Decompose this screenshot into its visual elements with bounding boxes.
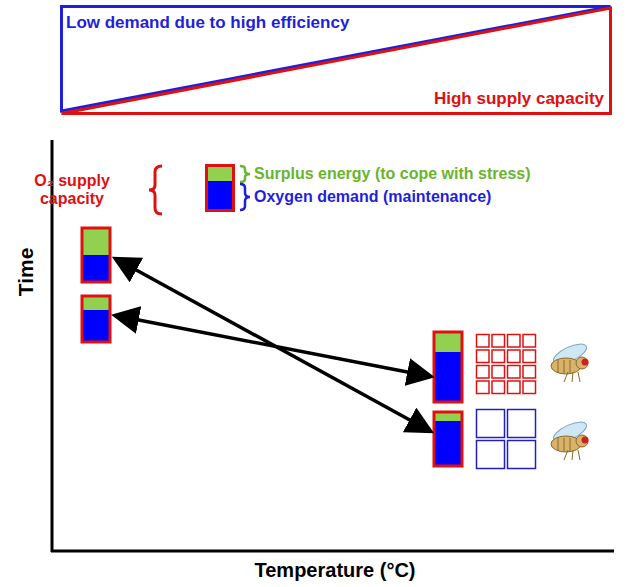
legend-swatch: [208, 167, 232, 181]
legend-text: Surplus energy (to cope with stress): [254, 165, 531, 183]
legend-text: Oxygen demand (maintenance): [254, 188, 491, 206]
legend-swatch: [208, 181, 232, 209]
brace: [240, 184, 250, 210]
region-label: Low demand due to high efficiency: [66, 13, 349, 33]
x-axis: [51, 550, 614, 553]
region-label: High supply capacity: [434, 89, 604, 109]
bar-label: O₂ supply capacity: [12, 172, 132, 208]
axis-title: Temperature (°C): [255, 559, 416, 582]
wedge-region: High supply capacity: [60, 5, 612, 115]
cell-grid: [477, 335, 536, 469]
brace: [240, 166, 250, 182]
legend-bar: [205, 164, 235, 212]
fly: [551, 340, 590, 460]
energy-bars: [82, 228, 462, 466]
arrow: [118, 260, 428, 430]
brace: [149, 166, 162, 214]
arrow: [118, 316, 428, 376]
axis-title: Time: [14, 248, 38, 297]
